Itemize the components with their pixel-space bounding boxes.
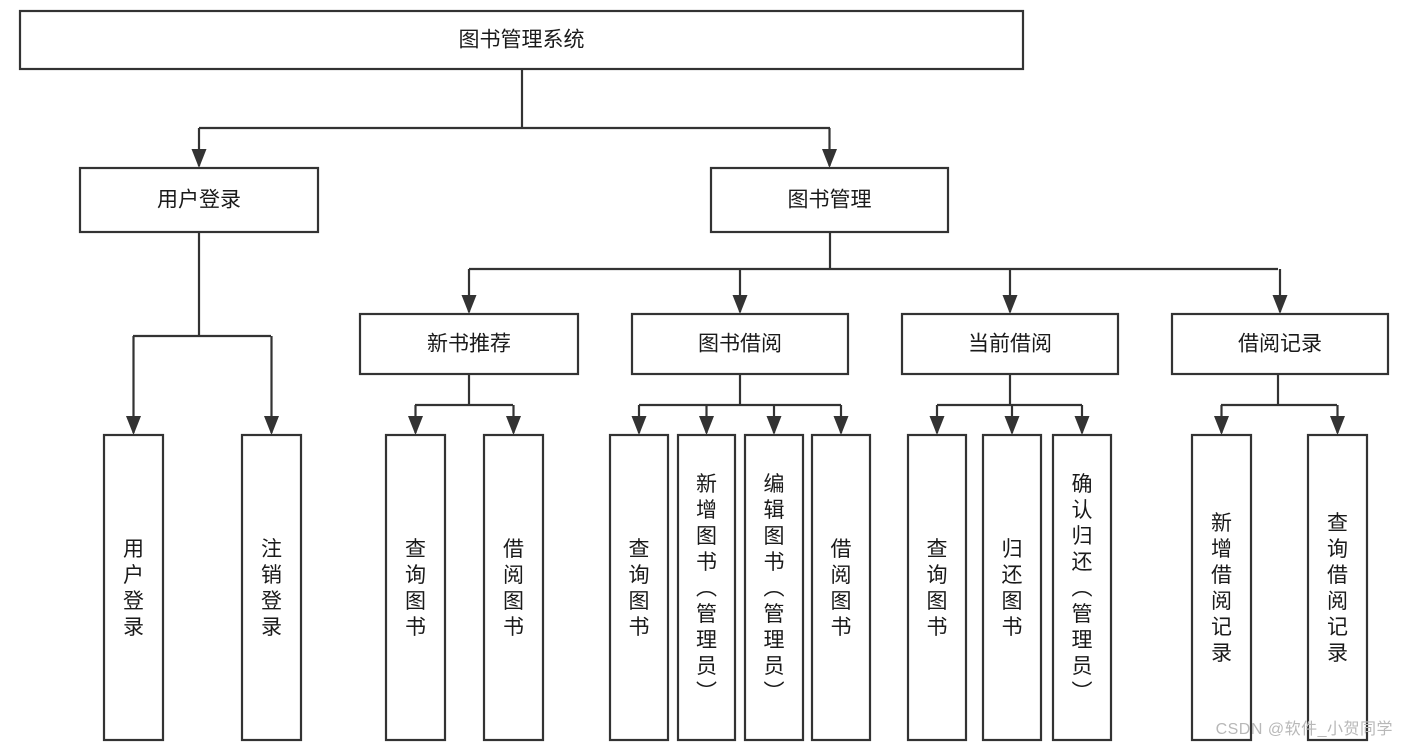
node-boxes-group: 图书管理系统用户登录用户登录注销登录图书管理新书推荐查询图书借阅图书图书借阅查询… bbox=[18, 9, 1390, 742]
node-nb-query-book[interactable]: 查询图书 bbox=[384, 433, 447, 742]
node-label-bb-edit-book: 编辑图书︵管理员︶ bbox=[764, 473, 785, 704]
node-bb-borrow-book[interactable]: 借阅图书 bbox=[810, 433, 872, 742]
node-br-query-record[interactable]: 查询借阅记录 bbox=[1306, 433, 1369, 742]
node-cb-confirm-return[interactable]: 确认归还︵管理员︶ bbox=[1051, 433, 1113, 742]
node-box-bb-add-book bbox=[676, 433, 737, 742]
connector-lines-group bbox=[126, 69, 1345, 435]
node-bb-query-book[interactable]: 查询图书 bbox=[608, 433, 670, 742]
node-box-bb-edit-book bbox=[743, 433, 805, 742]
node-user-login-leaf[interactable]: 用户登录 bbox=[102, 433, 165, 742]
node-box-current-borrow bbox=[900, 312, 1120, 376]
node-box-new-book-recommend bbox=[358, 312, 580, 376]
node-label-root: 图书管理系统 bbox=[459, 29, 585, 52]
node-br-add-record[interactable]: 新增借阅记录 bbox=[1190, 433, 1253, 742]
node-label-user-logout-leaf: 注销登录 bbox=[261, 538, 282, 639]
node-label-nb-query-book: 查询图书 bbox=[405, 538, 426, 639]
node-box-borrow-records bbox=[1170, 312, 1390, 376]
node-label-br-add-record: 新增借阅记录 bbox=[1211, 512, 1232, 665]
node-label-nb-borrow-book: 借阅图书 bbox=[503, 538, 524, 639]
node-nb-borrow-book[interactable]: 借阅图书 bbox=[482, 433, 545, 742]
node-user-login[interactable]: 用户登录 bbox=[78, 166, 320, 234]
node-label-cb-return-book: 归还图书 bbox=[1002, 538, 1023, 639]
node-cb-query-book[interactable]: 查询图书 bbox=[906, 433, 968, 742]
node-root[interactable]: 图书管理系统 bbox=[18, 9, 1025, 71]
node-box-bb-borrow-book bbox=[810, 433, 872, 742]
node-label-bb-add-book: 新增图书︵管理员︶ bbox=[696, 473, 717, 704]
node-label-bb-query-book: 查询图书 bbox=[629, 538, 650, 639]
node-label-user-login: 用户登录 bbox=[157, 189, 241, 212]
node-box-cb-confirm-return bbox=[1051, 433, 1113, 742]
node-cb-return-book[interactable]: 归还图书 bbox=[981, 433, 1043, 742]
node-label-cb-confirm-return: 确认归还︵管理员︶ bbox=[1072, 473, 1093, 704]
node-box-nb-borrow-book bbox=[482, 433, 545, 742]
node-current-borrow[interactable]: 当前借阅 bbox=[900, 312, 1120, 376]
node-user-logout-leaf[interactable]: 注销登录 bbox=[240, 433, 303, 742]
node-box-cb-query-book bbox=[906, 433, 968, 742]
node-label-current-borrow: 当前借阅 bbox=[968, 333, 1052, 356]
node-box-bb-query-book bbox=[608, 433, 670, 742]
node-borrow-records[interactable]: 借阅记录 bbox=[1170, 312, 1390, 376]
node-label-br-query-record: 查询借阅记录 bbox=[1327, 512, 1348, 665]
node-box-br-add-record bbox=[1190, 433, 1253, 742]
node-box-book-borrow bbox=[630, 312, 850, 376]
node-bb-add-book[interactable]: 新增图书︵管理员︶ bbox=[676, 433, 737, 742]
csdn-watermark: CSDN @软件_小贺同学 bbox=[1215, 721, 1393, 738]
node-box-root bbox=[18, 9, 1025, 71]
node-box-nb-query-book bbox=[384, 433, 447, 742]
node-label-book-borrow: 图书借阅 bbox=[698, 333, 782, 356]
node-box-user-logout-leaf bbox=[240, 433, 303, 742]
node-box-book-management bbox=[709, 166, 950, 234]
node-box-br-query-record bbox=[1306, 433, 1369, 742]
node-box-user-login-leaf bbox=[102, 433, 165, 742]
node-book-borrow[interactable]: 图书借阅 bbox=[630, 312, 850, 376]
node-book-management[interactable]: 图书管理 bbox=[709, 166, 950, 234]
node-label-bb-borrow-book: 借阅图书 bbox=[831, 538, 852, 639]
node-label-cb-query-book: 查询图书 bbox=[927, 538, 948, 639]
node-label-borrow-records: 借阅记录 bbox=[1238, 333, 1322, 356]
node-label-new-book-recommend: 新书推荐 bbox=[427, 333, 511, 356]
node-box-cb-return-book bbox=[981, 433, 1043, 742]
node-new-book-recommend[interactable]: 新书推荐 bbox=[358, 312, 580, 376]
node-label-user-login-leaf: 用户登录 bbox=[123, 538, 144, 639]
node-bb-edit-book[interactable]: 编辑图书︵管理员︶ bbox=[743, 433, 805, 742]
node-label-book-management: 图书管理 bbox=[788, 189, 872, 212]
node-box-user-login bbox=[78, 166, 320, 234]
